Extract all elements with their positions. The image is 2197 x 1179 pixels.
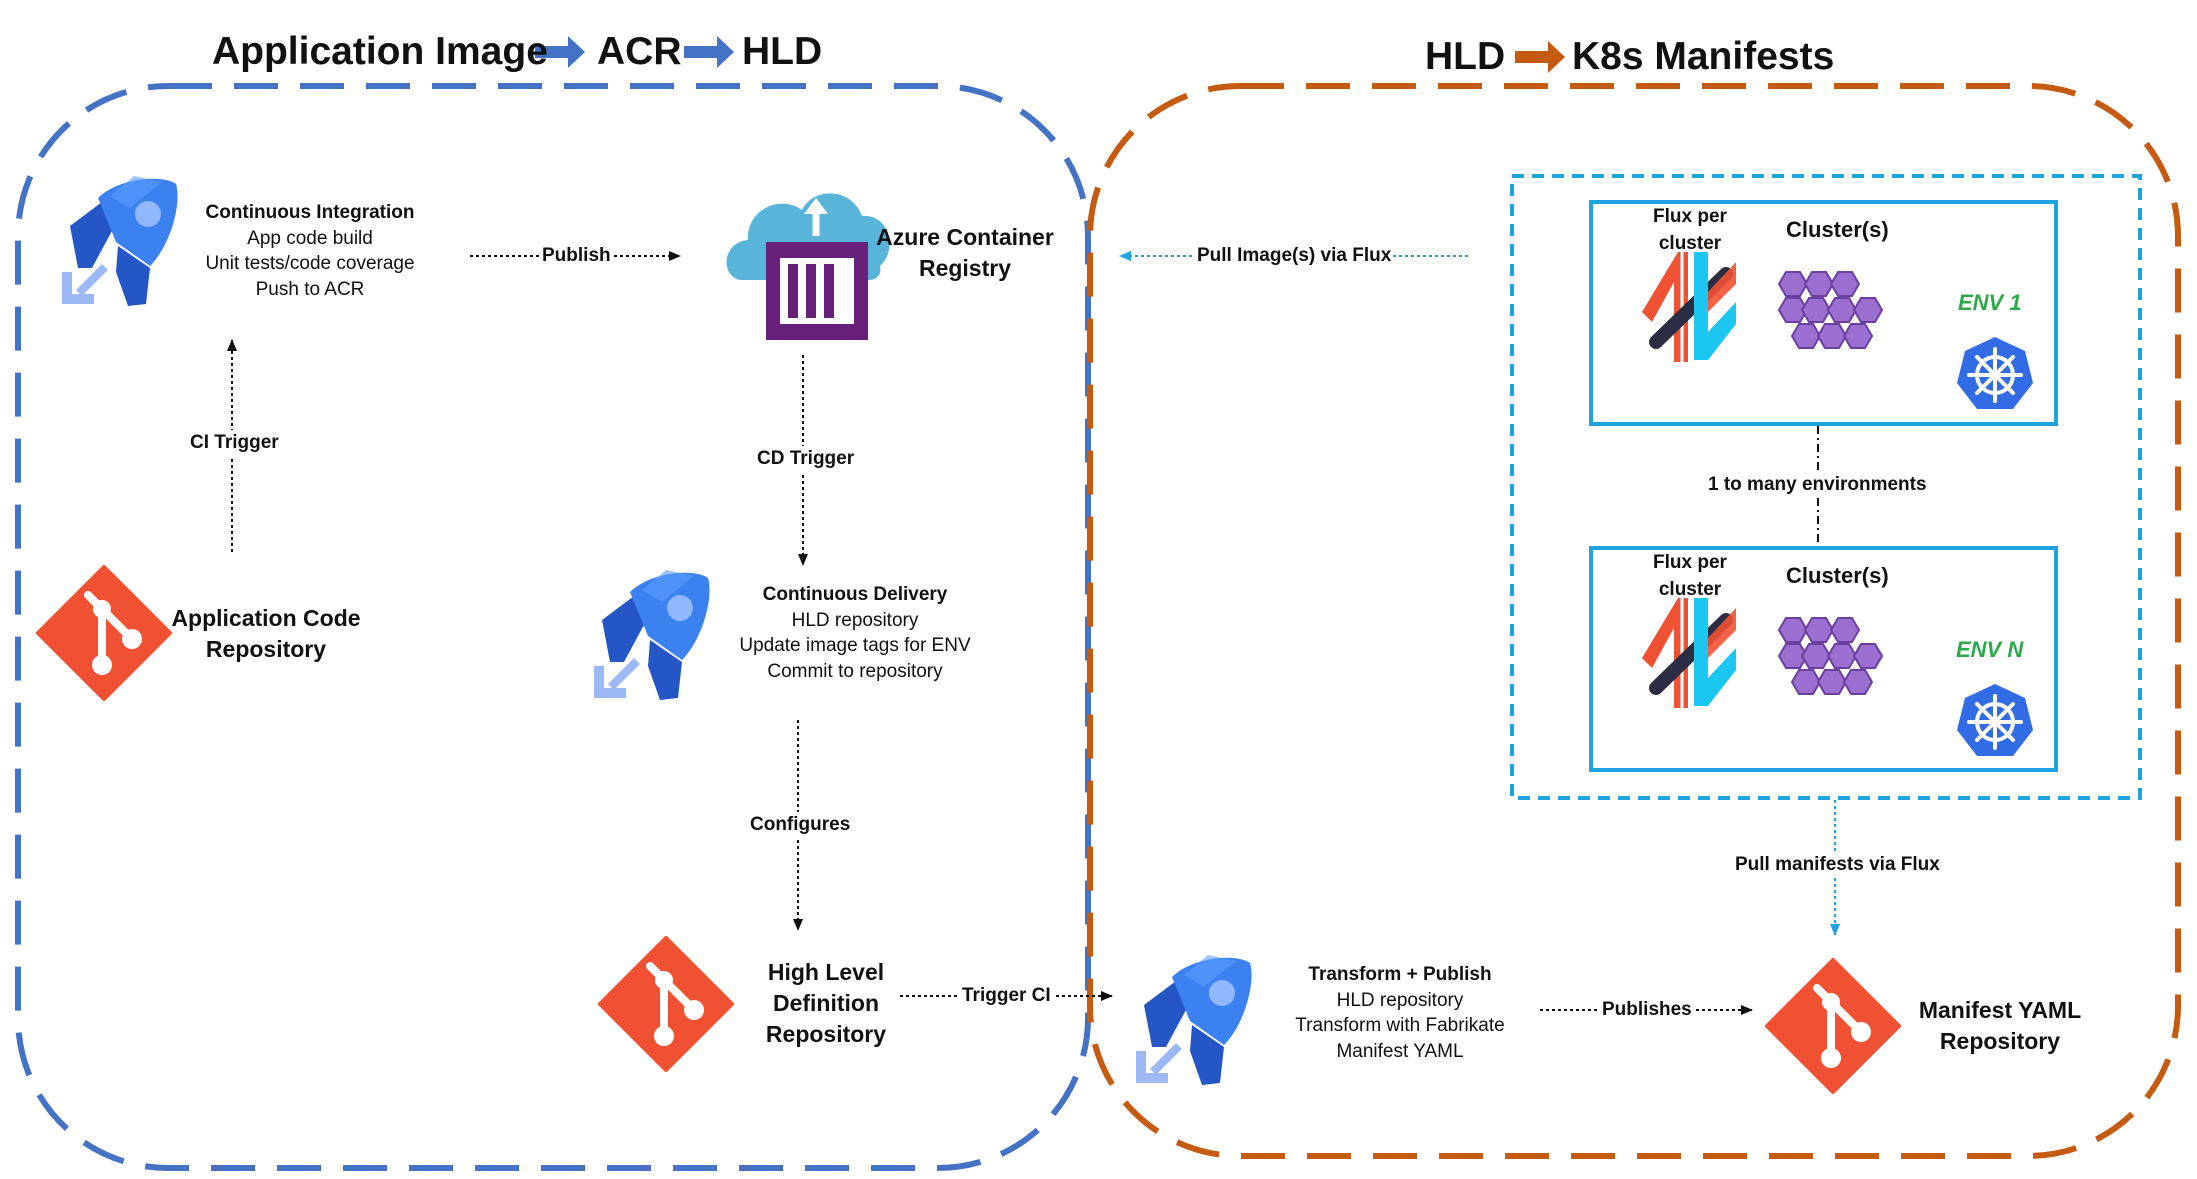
ci-title: Continuous Integration (205, 202, 415, 223)
hld-repo-git-icon (600, 938, 732, 1070)
edge-label-publishes: Publishes (1600, 997, 1694, 1023)
left-header-application-image: Application Image (212, 30, 548, 73)
edge-label-ci-trigger: CI Trigger (188, 430, 281, 456)
transform-title: Transform + Publish (1308, 964, 1492, 985)
app-repo-caption: Application Code Repository (171, 605, 361, 663)
ci-pipeline-icon (62, 176, 178, 306)
flux-per-cluster-label-env1: Flux per cluster (1653, 206, 1727, 254)
header-arrow-2 (684, 36, 734, 68)
transform-line: Manifest YAML (1336, 1040, 1464, 1062)
manifest-repo-git-icon (1767, 960, 1899, 1092)
left-header-hld: HLD (742, 30, 823, 73)
ci-line: App code build (247, 227, 373, 249)
left-region (15, 83, 1091, 1171)
cd-description: Continuous Delivery HLD repository Updat… (720, 582, 990, 685)
hld-repo-caption: High Level Definition Repository (765, 959, 887, 1048)
transform-line: HLD repository (1336, 989, 1464, 1011)
ci-line: Unit tests/code coverage (205, 253, 415, 275)
edge-label-cd-trigger: CD Trigger (755, 446, 857, 472)
edge-label-trigger-ci: Trigger CI (960, 983, 1053, 1009)
environments-box (1510, 174, 2142, 800)
cd-pipeline-icon (594, 570, 710, 700)
manifest-repo-caption: Manifest YAML Repository (1918, 997, 2082, 1055)
cd-line: Commit to repository (767, 660, 943, 682)
right-header-k8s-manifests: K8s Manifests (1572, 35, 1835, 78)
acr-caption: Azure Container Registry (876, 224, 1054, 282)
ci-line: Push to ACR (255, 278, 365, 300)
env-label-envn: ENV N (1956, 637, 2024, 662)
edge-label-pull-manifests: Pull manifests via Flux (1733, 852, 1942, 878)
header-arrow-3 (1515, 41, 1565, 73)
right-region (1087, 83, 2181, 1159)
right-header-hld: HLD (1425, 35, 1506, 78)
cd-title: Continuous Delivery (762, 584, 948, 605)
edge-label-configures: Configures (748, 812, 853, 838)
cluster-label-env1: Cluster(s) (1786, 217, 1889, 242)
left-header-acr: ACR (597, 30, 682, 73)
header-arrow-1 (535, 36, 585, 68)
acr-icon (726, 193, 890, 340)
flux-per-cluster-label-envn: Flux per cluster (1653, 552, 1727, 600)
transform-pipeline-icon (1136, 955, 1252, 1085)
cd-line: Update image tags for ENV (739, 635, 971, 657)
app-repo-git-icon (38, 567, 170, 699)
edge-label-publish: Publish (540, 243, 613, 269)
transform-line: Transform with Fabrikate (1295, 1015, 1505, 1037)
env-label-env1: ENV 1 (1958, 290, 2022, 315)
edge-label-pull-images: Pull Image(s) via Flux (1195, 243, 1394, 269)
edge-label-one-to-many: 1 to many environments (1706, 472, 1929, 498)
transform-description: Transform + Publish HLD repository Trans… (1270, 962, 1530, 1065)
cd-line: HLD repository (791, 609, 919, 631)
cluster-label-envn: Cluster(s) (1786, 563, 1889, 588)
ci-description: Continuous Integration App code build Un… (180, 200, 440, 303)
